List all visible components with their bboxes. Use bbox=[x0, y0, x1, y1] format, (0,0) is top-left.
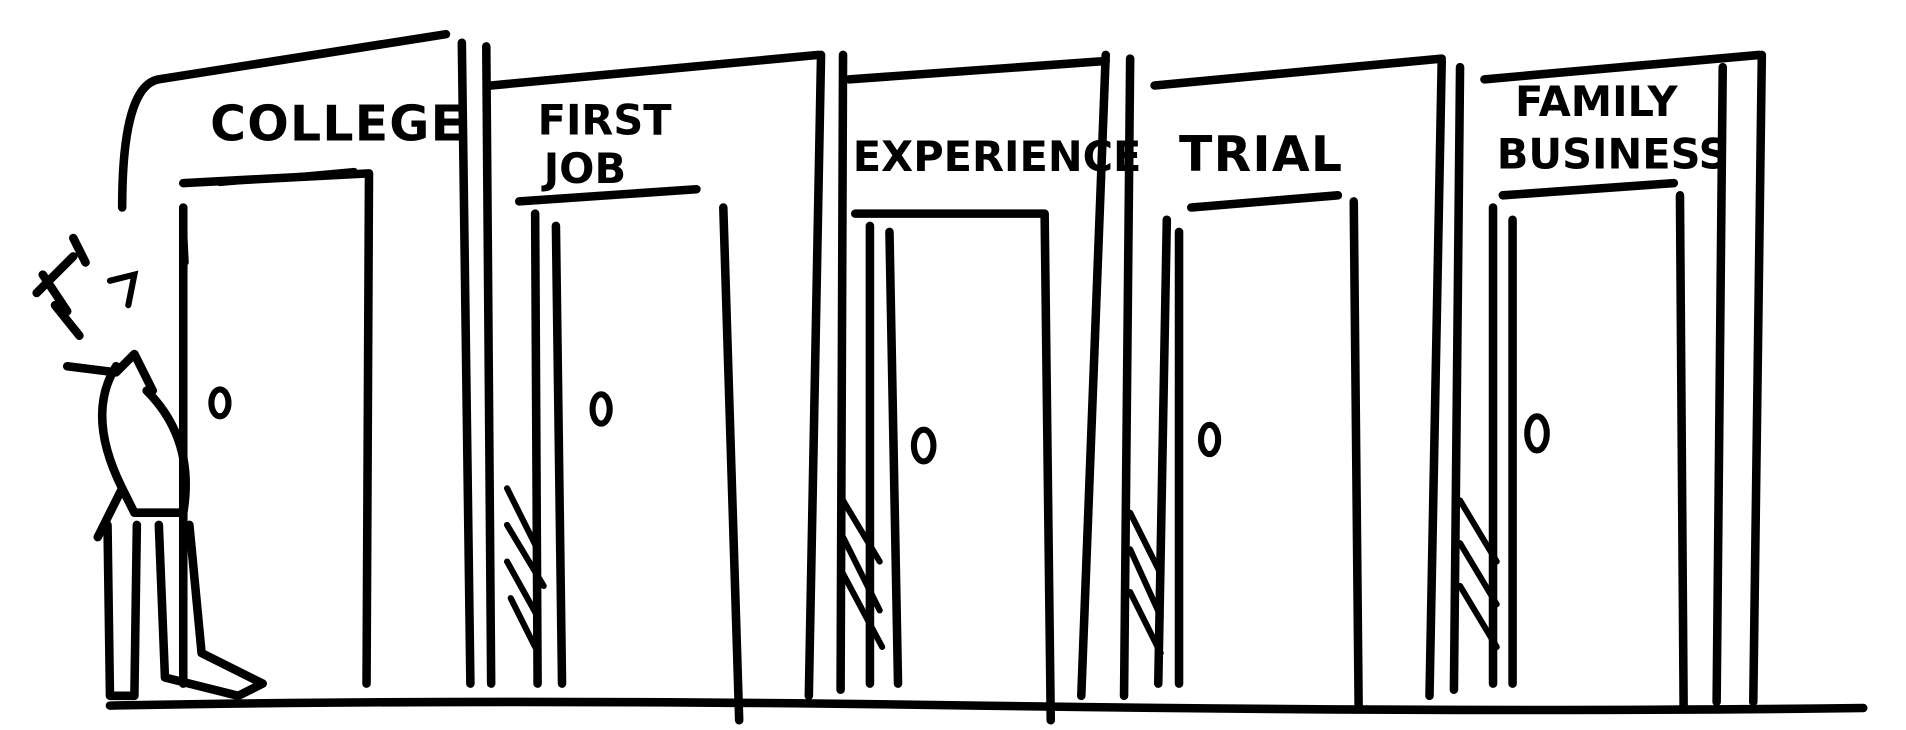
door-label-college: COLLEGE bbox=[210, 95, 465, 152]
door-label-job: JOB bbox=[541, 144, 626, 193]
door-label-experience: EXPERIENCE bbox=[853, 132, 1142, 181]
ground-line bbox=[105, 697, 1868, 715]
door-trial: TRIAL bbox=[1127, 54, 1465, 713]
door-label-first: FIRST bbox=[538, 95, 673, 144]
door-label-trial: TRIAL bbox=[1179, 126, 1343, 183]
door-first-job: FIRST JOB bbox=[486, 50, 848, 725]
doorknob bbox=[1197, 421, 1222, 458]
door-family-business: FAMILY BUSINESS bbox=[1456, 50, 1767, 713]
door-college: COLLEGE bbox=[117, 29, 496, 688]
doorknob bbox=[910, 426, 937, 465]
confused-person bbox=[32, 210, 267, 701]
doorknob bbox=[208, 386, 232, 420]
door-label-business: BUSINESS bbox=[1497, 129, 1729, 178]
doorknob bbox=[1524, 413, 1550, 454]
doorknob bbox=[589, 391, 613, 427]
door-label-family: FAMILY bbox=[1515, 77, 1679, 126]
door-experience: EXPERIENCE bbox=[839, 50, 1142, 725]
